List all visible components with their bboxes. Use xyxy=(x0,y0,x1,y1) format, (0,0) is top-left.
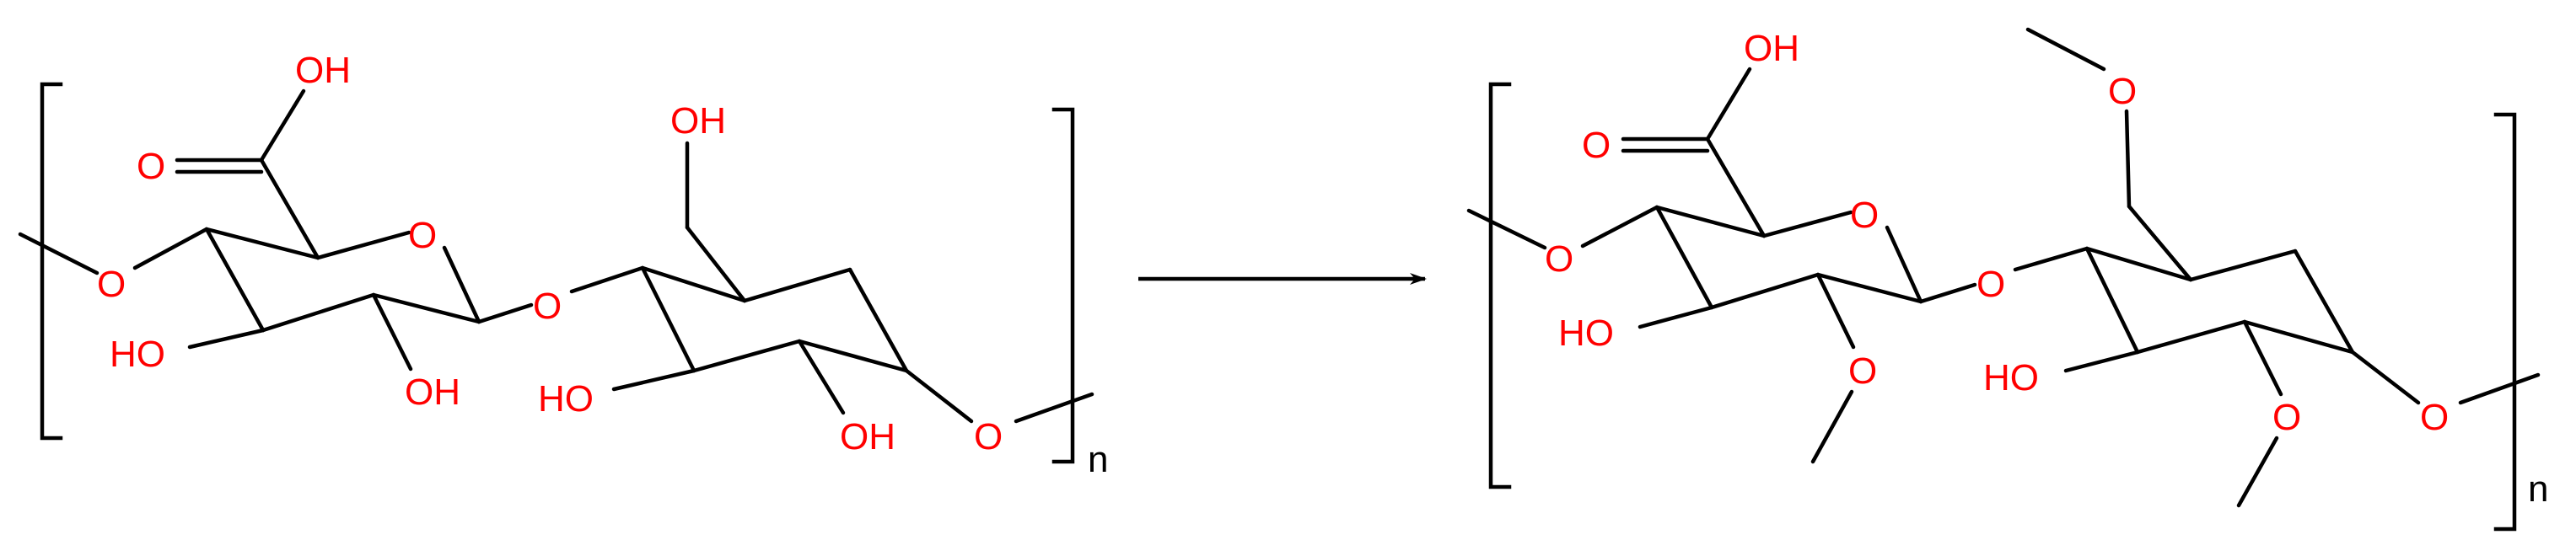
bond xyxy=(640,265,747,303)
bond xyxy=(1815,272,1923,304)
atom-label: OH xyxy=(405,372,460,413)
bond xyxy=(904,368,974,424)
bond xyxy=(371,292,413,372)
atom-label: O xyxy=(97,264,126,305)
bond xyxy=(691,339,802,373)
bond xyxy=(1705,67,1752,142)
bond xyxy=(204,227,320,260)
bond xyxy=(1885,225,1923,304)
atom-label: HO xyxy=(1558,313,1614,354)
bond xyxy=(2084,246,2193,282)
atom-label: O xyxy=(1976,264,2005,305)
bond xyxy=(1014,392,1094,424)
atom-label: O xyxy=(2108,71,2137,112)
bond xyxy=(1709,272,1820,310)
bond xyxy=(204,227,266,333)
bond xyxy=(371,292,481,324)
atom-label: O xyxy=(1582,125,1611,166)
atom-label: O xyxy=(1545,238,1573,280)
atom-label: O xyxy=(974,416,1003,457)
bond xyxy=(2242,319,2355,355)
atom-label: OH xyxy=(1744,28,1799,69)
bond xyxy=(611,368,696,392)
bond xyxy=(2293,249,2355,355)
atom-label: OH xyxy=(670,100,726,142)
bond xyxy=(259,158,320,260)
bond xyxy=(18,232,99,275)
bond xyxy=(442,245,481,324)
bond xyxy=(685,225,747,303)
bond xyxy=(1580,205,1659,249)
bond xyxy=(2127,204,2193,282)
atom-label: HO xyxy=(538,378,594,420)
left-bracket xyxy=(40,82,63,441)
bond xyxy=(1705,136,1767,238)
bond xyxy=(2124,109,2132,209)
atom-label: O xyxy=(533,286,562,327)
bond xyxy=(640,265,696,373)
bond xyxy=(1761,210,1853,238)
bond xyxy=(2135,319,2247,355)
atom-label: OH xyxy=(295,50,351,91)
bond xyxy=(2084,246,2140,355)
atom-label: O xyxy=(1848,350,1877,392)
repeat-subscript: n xyxy=(2528,468,2548,510)
atom-label: O xyxy=(408,215,437,256)
bond xyxy=(2063,350,2140,373)
atom-label: OH xyxy=(840,416,895,457)
repeat-subscript: n xyxy=(1088,439,1108,480)
bond xyxy=(132,227,209,270)
bond xyxy=(2458,372,2541,405)
bond xyxy=(2236,436,2279,508)
bond xyxy=(187,328,266,350)
bond xyxy=(2188,249,2298,282)
product-structure: OH O O O HO O O O HO O O n xyxy=(1466,27,2548,532)
bond xyxy=(1815,272,1856,350)
right-bracket xyxy=(1051,107,1075,464)
bond xyxy=(259,88,306,163)
left-bracket xyxy=(1488,82,1512,489)
atom-label: O xyxy=(137,146,165,187)
right-bracket xyxy=(2493,112,2517,532)
bond xyxy=(2013,246,2089,272)
atom-label: O xyxy=(1850,195,1879,236)
bond xyxy=(742,267,852,303)
bond xyxy=(1654,205,1714,310)
bond xyxy=(1638,305,1714,329)
bond xyxy=(1918,282,1977,304)
atom-label: O xyxy=(2272,397,2301,438)
atom-label: HO xyxy=(1983,357,2039,398)
atom-label: HO xyxy=(110,334,165,375)
reactant-structure: OH O O O HO OH O OH HO OH O n xyxy=(18,50,1108,480)
bond xyxy=(847,267,909,373)
bond xyxy=(2350,350,2421,405)
bond xyxy=(1810,389,1854,464)
bond xyxy=(1466,208,1547,250)
bond xyxy=(569,265,645,294)
bond xyxy=(2025,27,2106,72)
bond xyxy=(261,292,376,333)
bond xyxy=(476,302,534,324)
atom-label: O xyxy=(2420,397,2449,438)
bond xyxy=(1654,205,1767,238)
bond xyxy=(797,339,846,415)
bond xyxy=(797,339,909,373)
bond xyxy=(2242,319,2283,397)
bond xyxy=(315,230,411,260)
